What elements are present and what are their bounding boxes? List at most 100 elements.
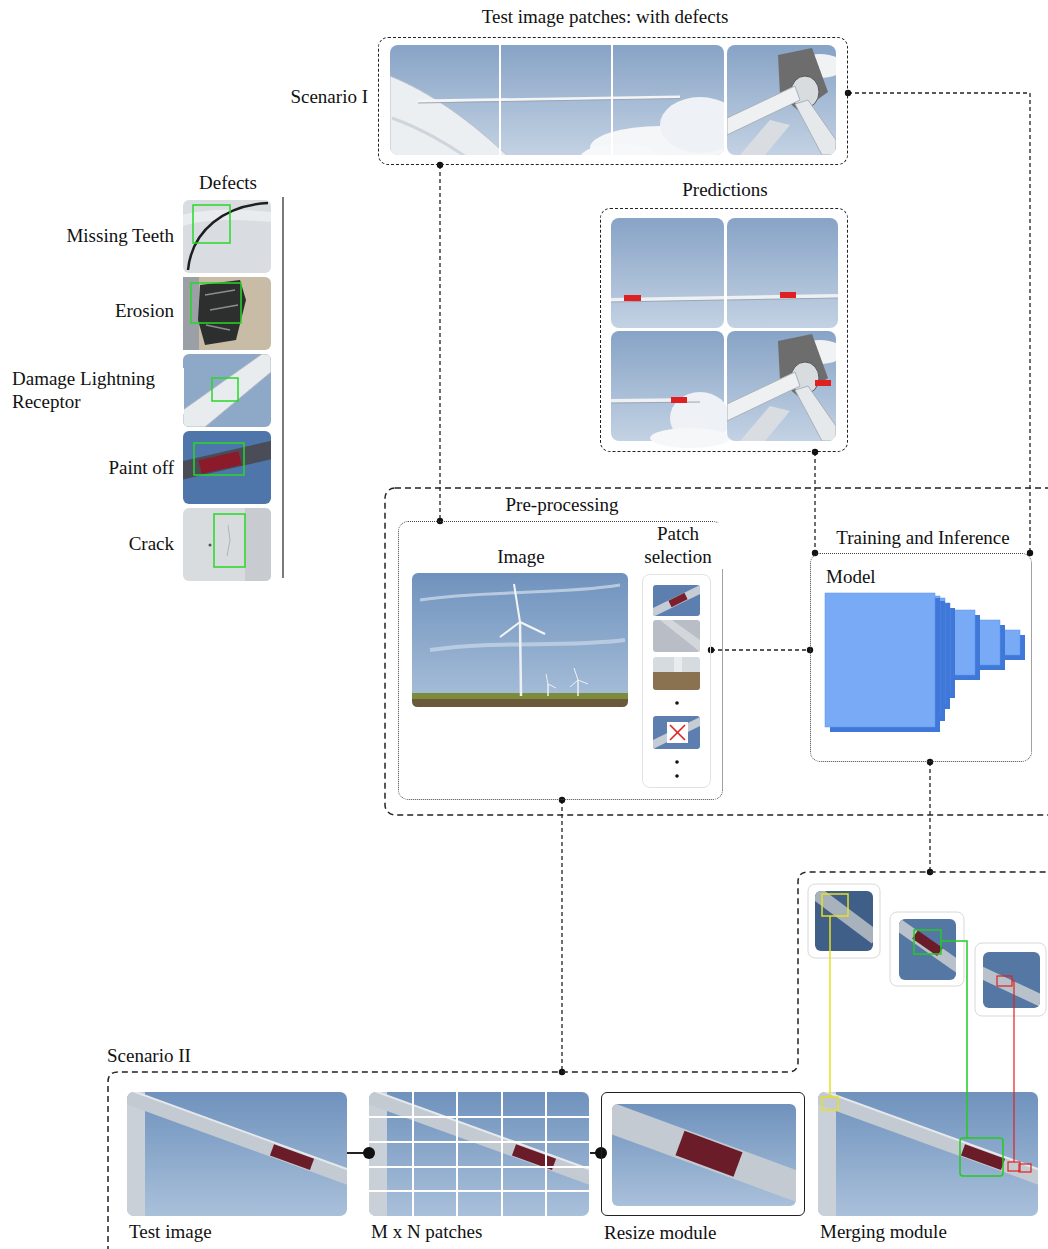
defect-name: Damage Lightning Receptor bbox=[10, 368, 184, 414]
patch-thumbnails bbox=[650, 585, 703, 778]
turbine-photo bbox=[412, 699, 628, 707]
connector bbox=[814, 452, 815, 553]
merge-patches bbox=[829, 916, 831, 1097]
scenario-label: Scenario II bbox=[105, 1045, 193, 1068]
turbine-photo bbox=[574, 668, 578, 680]
blade-photos bbox=[369, 1116, 590, 1118]
patch-thumbnails bbox=[653, 585, 700, 616]
blade-photo-strip bbox=[611, 45, 613, 155]
patch-thumbnails bbox=[653, 672, 700, 690]
turbine-photo bbox=[520, 622, 521, 696]
blade-photos bbox=[369, 1141, 590, 1143]
pipeline-frame bbox=[385, 488, 1048, 815]
blade-photos bbox=[127, 1092, 347, 1171]
stage-label: Test image bbox=[127, 1221, 214, 1244]
defect-thumbnails bbox=[191, 283, 241, 323]
blade-photos bbox=[412, 1092, 414, 1216]
model-layers bbox=[825, 593, 1025, 732]
prediction-photos bbox=[727, 331, 844, 441]
patch-thumbnails bbox=[675, 760, 679, 764]
blade-photo-strip bbox=[392, 118, 470, 155]
patch-thumbnails bbox=[653, 657, 700, 690]
connector-group bbox=[437, 162, 443, 524]
patch-thumbnails bbox=[675, 701, 679, 705]
connector bbox=[711, 649, 810, 650]
turbine-photo bbox=[578, 680, 588, 684]
defect-thumbnails bbox=[183, 354, 271, 427]
connector-dot bbox=[363, 1147, 375, 1159]
connector-dot bbox=[437, 162, 443, 168]
turbine-photo bbox=[500, 622, 520, 637]
model-label: Model bbox=[824, 566, 878, 589]
blade-photos bbox=[1019, 1164, 1031, 1172]
merge-patches bbox=[808, 884, 1046, 1162]
blade-photo-strip bbox=[418, 99, 680, 104]
blade-photos bbox=[612, 1104, 796, 1206]
prediction-photos bbox=[671, 397, 687, 403]
connector-dot bbox=[1027, 550, 1033, 556]
turbine-photo bbox=[570, 680, 578, 687]
turbine-photo bbox=[520, 622, 545, 634]
connector-group bbox=[559, 797, 565, 1075]
connector-dot bbox=[812, 449, 818, 455]
blade-photos bbox=[369, 1166, 590, 1168]
merge-patches bbox=[983, 972, 1040, 1002]
turbine-photo bbox=[420, 585, 620, 600]
connector-group bbox=[845, 90, 1033, 556]
defect-name: Crack bbox=[127, 533, 176, 556]
merge-patches bbox=[808, 884, 880, 958]
defect-thumbnails bbox=[183, 508, 271, 581]
patch-thumbnails bbox=[653, 720, 700, 746]
defect-thumbnails bbox=[194, 443, 244, 475]
patch-thumbnails bbox=[653, 620, 700, 652]
image-stage: Test image bbox=[127, 1092, 347, 1216]
panel-outline bbox=[107, 872, 1048, 1249]
turbine-photo bbox=[412, 573, 628, 707]
prediction-photos bbox=[727, 218, 838, 328]
patch-thumbnails bbox=[670, 725, 685, 740]
prediction-photos bbox=[650, 428, 730, 448]
scenario-label: Scenario I bbox=[288, 86, 370, 109]
turbine-photo bbox=[548, 684, 556, 688]
merge-patches bbox=[983, 952, 1040, 1008]
prediction-photos bbox=[611, 218, 844, 448]
blade-photos bbox=[369, 1092, 590, 1216]
defect-thumbnails bbox=[227, 525, 230, 556]
merge-patches bbox=[899, 919, 956, 980]
merge-patches bbox=[915, 935, 940, 953]
blade-photos bbox=[127, 1097, 347, 1179]
box-heading: Training and Inference bbox=[834, 527, 1011, 550]
blade-photos bbox=[127, 1092, 347, 1216]
patch-column: Patch selection bbox=[642, 574, 711, 788]
blade-photos bbox=[545, 1092, 547, 1216]
blade-photo-strip bbox=[390, 45, 724, 155]
panel-heading: Predictions bbox=[680, 179, 770, 202]
merge-patches bbox=[822, 894, 848, 916]
scenario-panel: Scenario IITest imageM x N patchesResize… bbox=[107, 872, 1048, 1249]
turbine-photo bbox=[412, 573, 628, 707]
blade-photos bbox=[612, 1114, 796, 1191]
model-layers bbox=[825, 593, 935, 727]
blade-photos bbox=[822, 1097, 838, 1110]
turbine-photo bbox=[546, 674, 548, 684]
defect-thumbnails bbox=[200, 458, 240, 467]
blade-photos bbox=[272, 1150, 312, 1165]
defect-thumbnails bbox=[183, 277, 271, 350]
defect-thumbnails bbox=[183, 200, 271, 273]
patch-thumbnails bbox=[675, 774, 679, 778]
defect-thumbnails bbox=[214, 514, 245, 567]
defect-name: Erosion bbox=[113, 300, 176, 323]
image-panel: Image bbox=[413, 574, 629, 708]
nacelle-photo bbox=[727, 45, 836, 155]
defect-name: Missing Teeth bbox=[64, 225, 176, 248]
prediction-photos bbox=[780, 292, 796, 298]
image-stage: M x N patches bbox=[369, 1092, 590, 1216]
merge-patches bbox=[815, 891, 873, 938]
nacelle-photo bbox=[795, 100, 836, 155]
prediction-photos bbox=[727, 298, 838, 300]
connector-group bbox=[347, 1147, 375, 1159]
panel-heading: Defects bbox=[197, 172, 259, 195]
merge-patches bbox=[1012, 981, 1014, 1162]
image-heading: Image bbox=[495, 546, 546, 569]
nacelle-photo bbox=[740, 120, 790, 155]
